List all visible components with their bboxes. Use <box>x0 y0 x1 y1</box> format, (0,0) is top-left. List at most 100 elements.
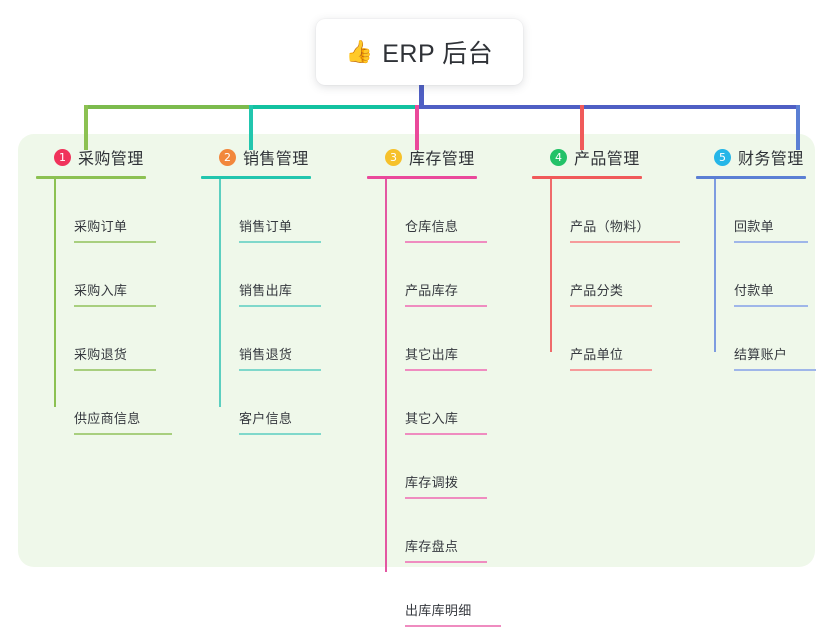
column-header-1[interactable]: 1 采购管理 <box>36 145 186 169</box>
column-spine-2 <box>219 179 221 407</box>
column-title-3: 库存管理 <box>409 151 475 168</box>
list-item[interactable]: 采购订单 <box>54 179 186 243</box>
root-node[interactable]: 👍 ERP 后台 <box>316 19 523 85</box>
column-spine-3 <box>385 179 387 572</box>
column-finance: 5 财务管理 回款单 付款单 结算账户 <box>696 145 839 371</box>
list-item-rule <box>239 241 321 243</box>
list-item[interactable]: 销售订单 <box>219 179 351 243</box>
column-spine-1 <box>54 179 56 407</box>
list-item[interactable]: 产品（物料） <box>550 179 692 243</box>
column-items-2: 销售订单 销售出库 销售退货 客户信息 <box>219 179 351 435</box>
column-sales: 2 销售管理 销售订单 销售出库 销售退货 客户信息 <box>201 145 351 435</box>
list-item-label: 采购订单 <box>74 219 128 234</box>
column-header-3[interactable]: 3 库存管理 <box>367 145 517 169</box>
list-item-rule <box>405 369 487 371</box>
list-item-label: 采购退货 <box>74 347 128 362</box>
column-inventory: 3 库存管理 仓库信息 产品库存 其它出库 其它入库 库存调拨 <box>367 145 517 627</box>
column-spine-5 <box>714 179 716 352</box>
list-item-label: 产品分类 <box>570 283 624 298</box>
column-title-5: 财务管理 <box>738 151 804 168</box>
column-items-5: 回款单 付款单 结算账户 <box>714 179 839 371</box>
list-item[interactable]: 销售退货 <box>219 307 351 371</box>
list-item[interactable]: 销售出库 <box>219 243 351 307</box>
list-item[interactable]: 产品分类 <box>550 243 692 307</box>
list-item-label: 产品库存 <box>405 283 459 298</box>
list-item-rule <box>405 561 487 563</box>
column-rule-2 <box>201 176 311 179</box>
column-badge-2: 2 <box>219 148 236 166</box>
column-rule-1 <box>36 176 146 179</box>
list-item[interactable]: 供应商信息 <box>54 371 186 435</box>
list-item-rule <box>405 433 487 435</box>
list-item-label: 付款单 <box>734 283 774 298</box>
list-item-rule <box>74 241 156 243</box>
list-item-rule <box>74 369 156 371</box>
column-title-4: 产品管理 <box>574 151 640 168</box>
list-item-rule <box>405 305 487 307</box>
list-item-label: 库存盘点 <box>405 539 459 554</box>
list-item-rule <box>74 433 172 435</box>
list-item[interactable]: 库存调拨 <box>385 435 517 499</box>
list-item-label: 回款单 <box>734 219 774 234</box>
list-item-label: 产品（物料） <box>570 219 650 234</box>
list-item[interactable]: 产品库存 <box>385 243 517 307</box>
column-header-2[interactable]: 2 销售管理 <box>201 145 351 169</box>
column-purchase: 1 采购管理 采购订单 采购入库 采购退货 供应商信息 <box>36 145 186 435</box>
list-item[interactable]: 其它入库 <box>385 371 517 435</box>
list-item[interactable]: 客户信息 <box>219 371 351 435</box>
column-items-1: 采购订单 采购入库 采购退货 供应商信息 <box>54 179 186 435</box>
diagram-canvas: 1 采购管理 采购订单 采购入库 采购退货 供应商信息 <box>18 19 839 627</box>
column-items-4: 产品（物料） 产品分类 产品单位 <box>550 179 692 371</box>
list-item-label: 结算账户 <box>734 347 788 362</box>
list-item-label: 客户信息 <box>239 411 293 426</box>
list-item[interactable]: 出库库明细 <box>385 563 517 627</box>
list-item[interactable]: 库存盘点 <box>385 499 517 563</box>
column-badge-5: 5 <box>714 148 731 166</box>
column-rule-5 <box>696 176 806 179</box>
list-item-label: 其它入库 <box>405 411 459 426</box>
list-item-label: 采购入库 <box>74 283 128 298</box>
content-panel <box>18 134 815 567</box>
list-item[interactable]: 付款单 <box>714 243 839 307</box>
column-title-2: 销售管理 <box>243 151 309 168</box>
list-item-rule <box>734 369 816 371</box>
list-item-label: 销售退货 <box>239 347 293 362</box>
column-items-3: 仓库信息 产品库存 其它出库 其它入库 库存调拨 库存盘点 <box>385 179 517 627</box>
column-badge-4: 4 <box>550 148 567 166</box>
list-item-rule <box>570 369 652 371</box>
column-title-1: 采购管理 <box>78 151 144 168</box>
page-title: ERP 后台 <box>382 40 494 68</box>
list-item-rule <box>570 305 652 307</box>
list-item[interactable]: 产品单位 <box>550 307 692 371</box>
thumbs-up-icon: 👍 <box>345 39 374 64</box>
column-spine-4 <box>550 179 552 352</box>
column-badge-3: 3 <box>385 148 402 166</box>
list-item-rule <box>734 241 808 243</box>
column-header-4[interactable]: 4 产品管理 <box>532 145 692 169</box>
list-item[interactable]: 其它出库 <box>385 307 517 371</box>
list-item-rule <box>405 241 487 243</box>
list-item-label: 供应商信息 <box>74 411 141 426</box>
list-item-label: 库存调拨 <box>405 475 459 490</box>
list-item[interactable]: 采购退货 <box>54 307 186 371</box>
list-item-rule <box>239 433 321 435</box>
list-item-label: 出库库明细 <box>405 603 472 618</box>
column-badge-1: 1 <box>54 148 71 166</box>
column-rule-3 <box>367 176 477 179</box>
list-item-rule <box>239 369 321 371</box>
list-item[interactable]: 回款单 <box>714 179 839 243</box>
list-item-label: 销售订单 <box>239 219 293 234</box>
list-item-label: 销售出库 <box>239 283 293 298</box>
column-header-5[interactable]: 5 财务管理 <box>696 145 839 169</box>
list-item-label: 仓库信息 <box>405 219 459 234</box>
list-item-label: 其它出库 <box>405 347 459 362</box>
list-item-rule <box>734 305 808 307</box>
list-item-rule <box>405 497 487 499</box>
list-item-rule <box>239 305 321 307</box>
list-item[interactable]: 结算账户 <box>714 307 839 371</box>
list-item-label: 产品单位 <box>570 347 624 362</box>
list-item[interactable]: 仓库信息 <box>385 179 517 243</box>
column-product: 4 产品管理 产品（物料） 产品分类 产品单位 <box>532 145 692 371</box>
column-rule-4 <box>532 176 642 179</box>
list-item[interactable]: 采购入库 <box>54 243 186 307</box>
